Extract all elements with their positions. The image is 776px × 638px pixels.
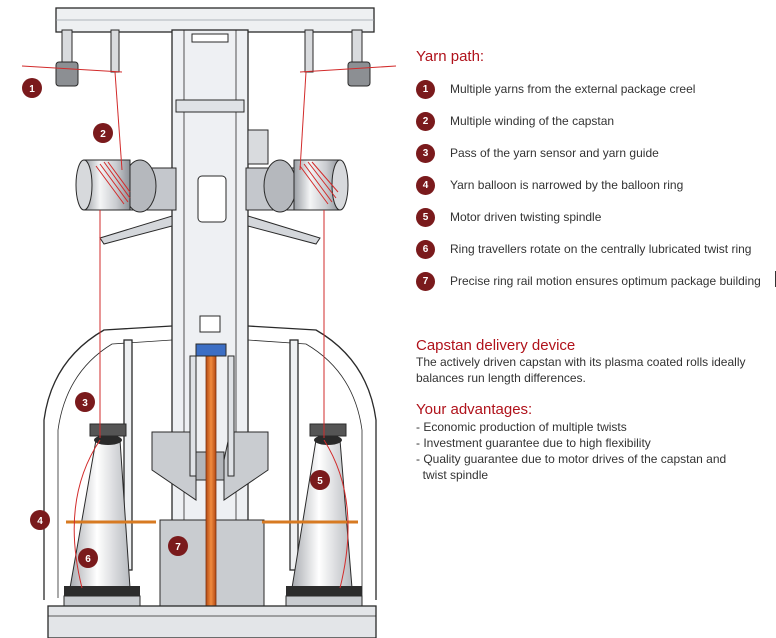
- svg-text:6: 6: [85, 554, 91, 565]
- badge-2: 2: [416, 112, 435, 131]
- badge-1: 1: [416, 80, 435, 99]
- svg-text:4: 4: [37, 516, 43, 527]
- badge-3: 3: [416, 144, 435, 163]
- marker-1: 1: [22, 78, 42, 98]
- legend-item-1: 1 Multiple yarns from the external packa…: [416, 79, 776, 101]
- legend-text-2: Multiple winding of the capstan: [450, 114, 615, 128]
- info-panel: Yarn path: 1 Multiple yarns from the ext…: [416, 0, 776, 638]
- advantage-item-3: - Quality guarantee due to motor drives …: [416, 452, 727, 466]
- lower-frame: [43, 325, 377, 600]
- marker-3: 3: [75, 392, 95, 412]
- advantage-item-4: twist spindle: [416, 468, 489, 482]
- advantage-item-2: - Investment guarantee due to high flexi…: [416, 436, 651, 450]
- badge-4: 4: [416, 176, 435, 195]
- legend-item-3: 3 Pass of the yarn sensor and yarn guide: [416, 143, 776, 165]
- svg-text:5: 5: [317, 476, 323, 487]
- legend-text-4: Yarn balloon is narrowed by the balloon …: [450, 178, 684, 192]
- creel-bracket-left: [55, 29, 120, 87]
- marker-7: 7: [168, 536, 188, 556]
- legend-text-5: Motor driven twisting spindle: [450, 210, 602, 224]
- guide-arms: [99, 215, 321, 245]
- top-beam: [55, 7, 375, 33]
- machine-diagram: 1 2 3 4 5 6 7: [21, 7, 397, 638]
- advantages-heading: Your advantages:: [416, 401, 533, 418]
- capstan-description: The actively driven capstan with its pla…: [416, 355, 746, 385]
- badge-6: 6: [416, 240, 435, 259]
- marker-6: 6: [78, 548, 98, 568]
- advantage-item-1: - Economic production of multiple twists: [416, 420, 627, 434]
- legend-item-4: 4 Yarn balloon is narrowed by the balloo…: [416, 175, 776, 197]
- machine-base: [47, 605, 377, 638]
- legend-text-3: Pass of the yarn sensor and yarn guide: [450, 146, 659, 160]
- legend-item-2: 2 Multiple winding of the capstan: [416, 111, 776, 133]
- legend-item-7: 7 Precise ring rail motion ensures optim…: [416, 271, 776, 293]
- legend-text-7: Precise ring rail motion ensures optimum…: [450, 274, 761, 288]
- drive-shaft: [189, 343, 235, 607]
- yarn-path-heading: Yarn path:: [416, 48, 485, 65]
- svg-text:1: 1: [29, 84, 35, 95]
- marker-5: 5: [310, 470, 330, 490]
- legend-text-1: Multiple yarns from the external package…: [450, 82, 696, 96]
- creel-bracket-right: [304, 29, 371, 87]
- badge-5: 5: [416, 208, 435, 227]
- marker-4: 4: [30, 510, 50, 530]
- badge-7: 7: [416, 272, 435, 291]
- svg-text:2: 2: [100, 129, 106, 140]
- legend-item-5: 5 Motor driven twisting spindle: [416, 207, 776, 229]
- capstan-heading: Capstan delivery device: [416, 337, 576, 354]
- svg-text:3: 3: [82, 398, 88, 409]
- legend-text-6: Ring travellers rotate on the centrally …: [450, 242, 752, 256]
- marker-2: 2: [93, 123, 113, 143]
- yarn-paths: [21, 65, 397, 589]
- capstan-right: [245, 129, 349, 213]
- svg-text:7: 7: [175, 542, 181, 553]
- legend-item-6: 6 Ring travellers rotate on the centrall…: [416, 239, 776, 261]
